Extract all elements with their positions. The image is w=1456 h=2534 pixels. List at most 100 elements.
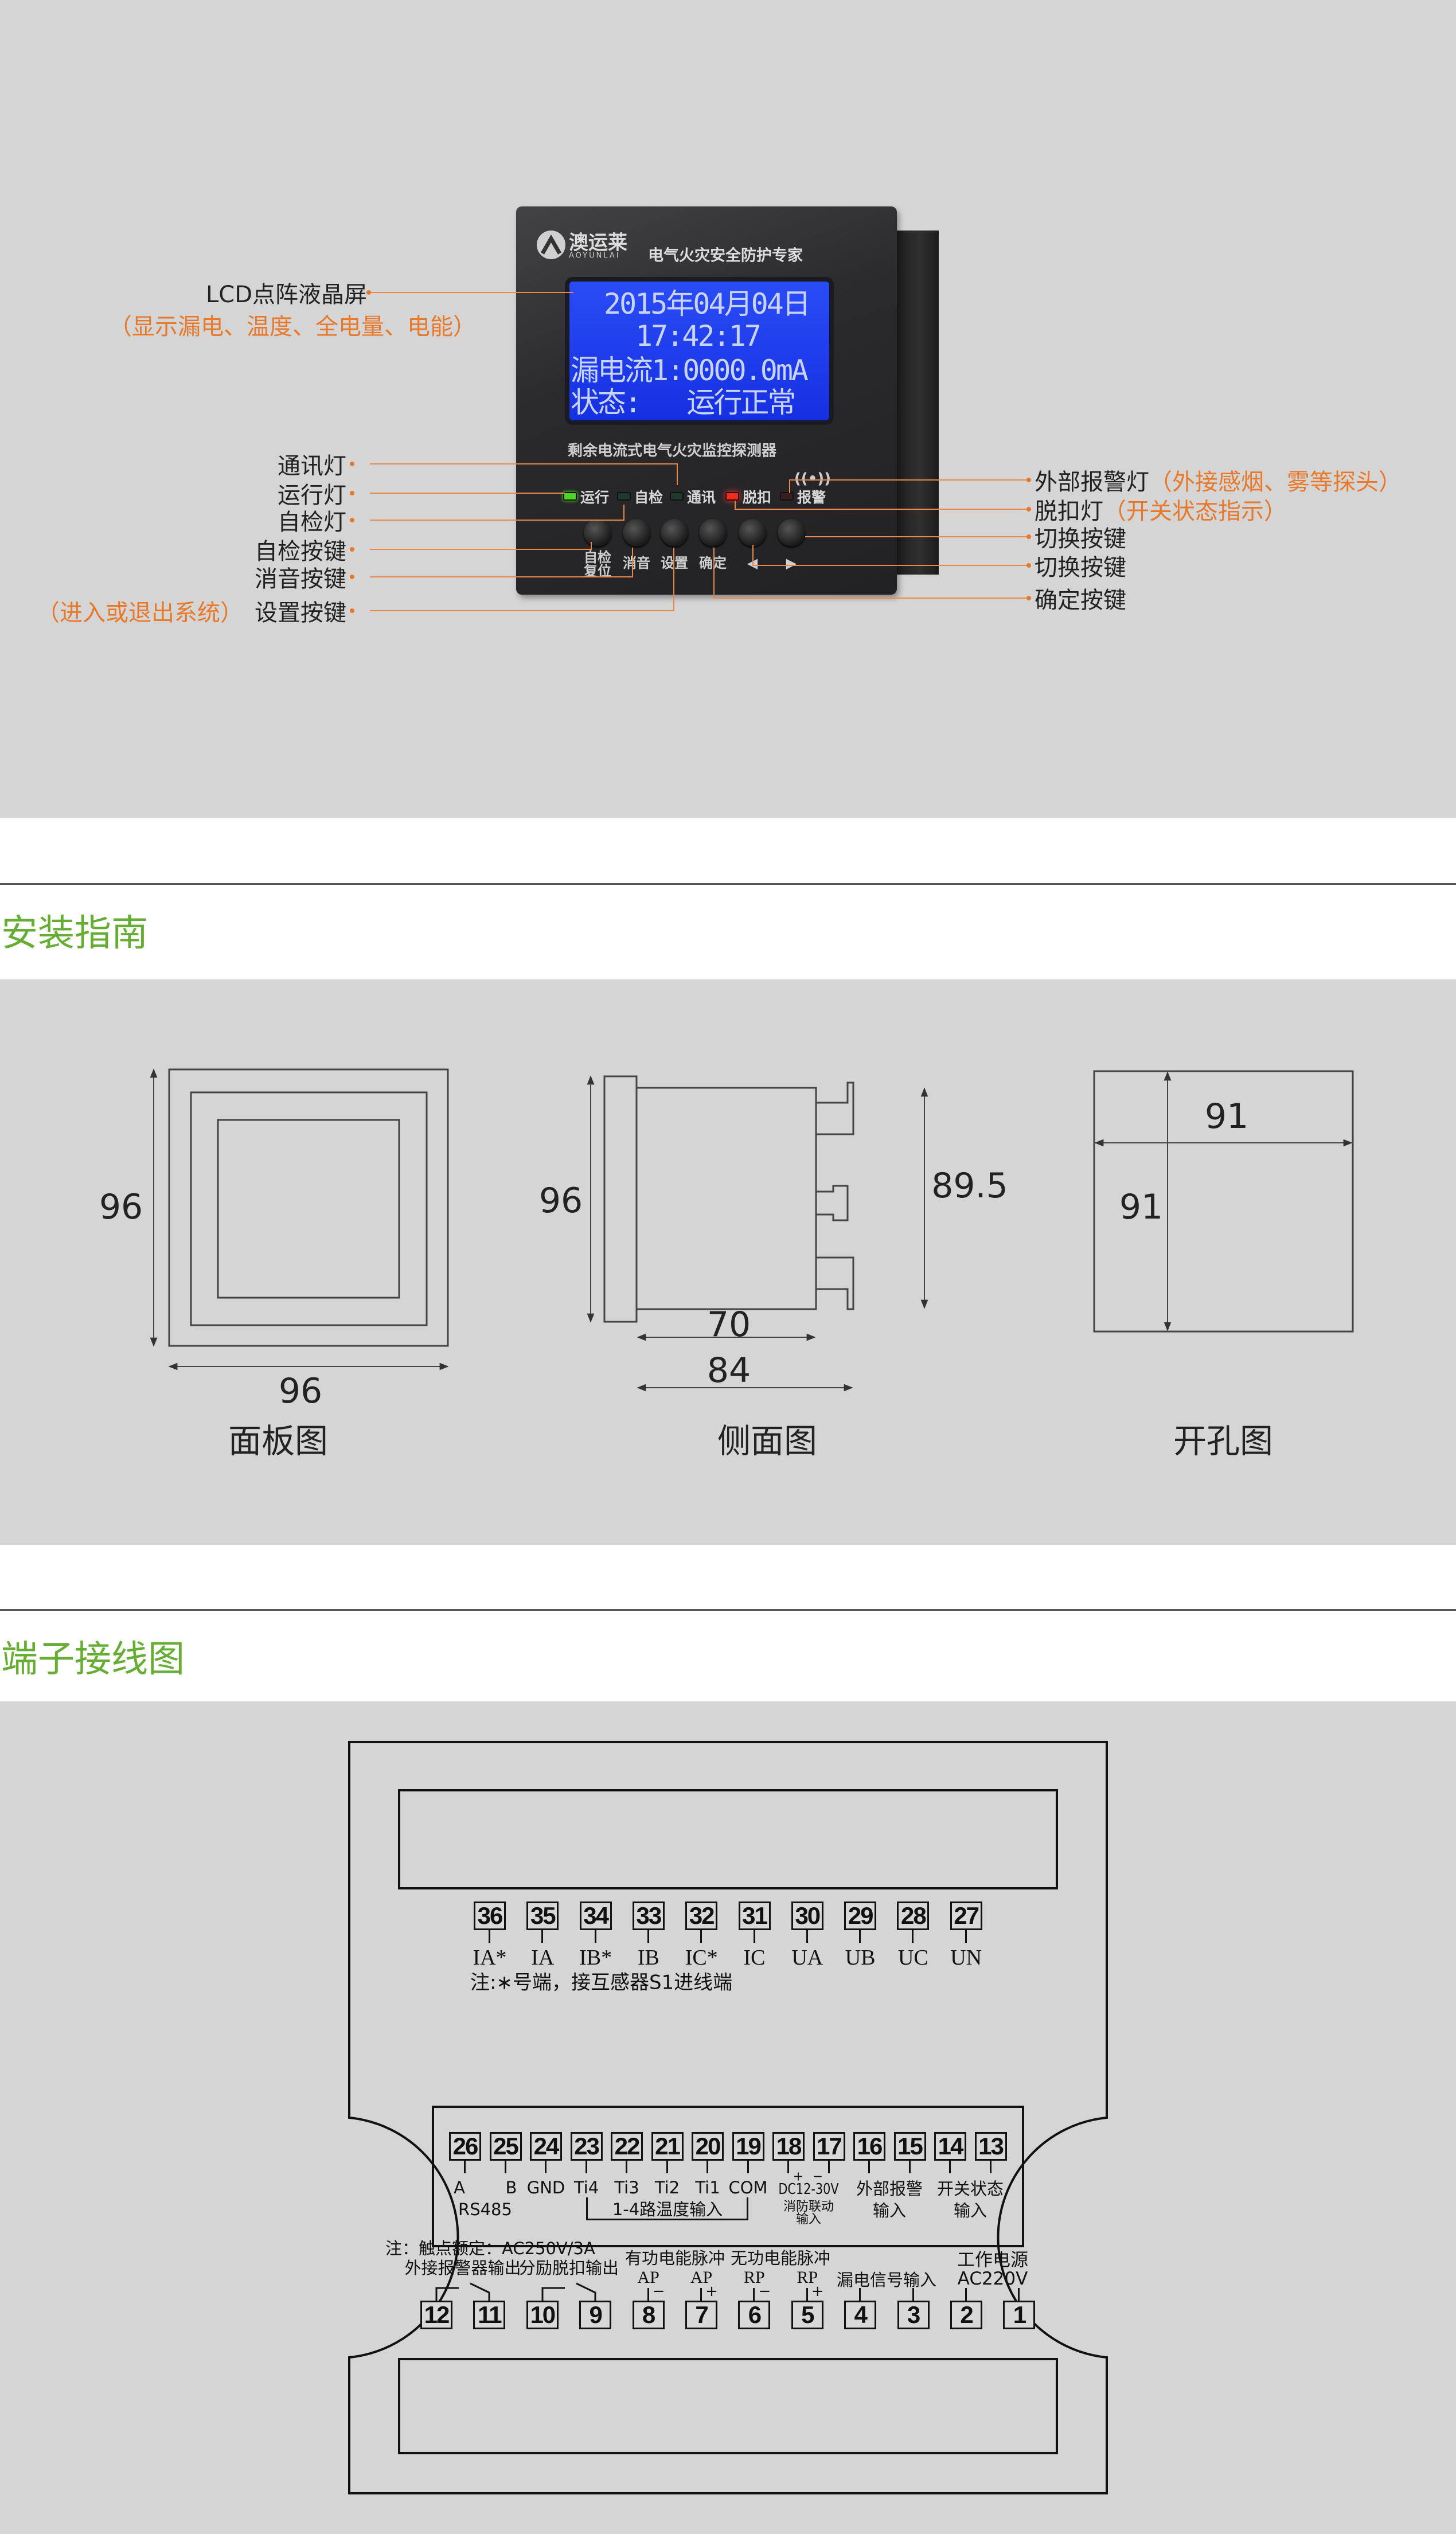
- alarm-output-label: 外接报警器输出: [404, 2258, 521, 2278]
- fire-link-label: 消防联动: [783, 2200, 834, 2214]
- terminal-30: 30: [791, 1902, 823, 1930]
- screen-status: 状态: 运行正常: [571, 386, 796, 419]
- device-model: 剩余电流式电气火灾监控探测器: [568, 442, 777, 460]
- terminal-lead: [868, 2161, 870, 2173]
- cutout-height-dim: 91: [1119, 1187, 1164, 1227]
- callout-selftest-led: 自检灯: [278, 509, 346, 536]
- pulse-sign: +: [705, 2283, 718, 2300]
- terminal-lead: [912, 2288, 914, 2301]
- terminal-label: Ti2: [654, 2178, 680, 2197]
- terminal-32: 32: [685, 1902, 718, 1930]
- callout-switch-key-right: 切换按键: [1035, 526, 1126, 552]
- device-button-4[interactable]: [739, 519, 766, 546]
- terminal-lead: [965, 2288, 967, 2301]
- terminal-lead: [806, 1930, 808, 1943]
- cutout-caption: 开孔图: [1173, 1422, 1274, 1461]
- pulse-label: RP: [797, 2268, 818, 2287]
- terminal-3: 3: [897, 2301, 930, 2329]
- device-button-5[interactable]: [778, 519, 805, 546]
- terminal-1: 1: [1003, 2301, 1036, 2329]
- side-view-caption: 侧面图: [717, 1422, 818, 1461]
- terminal-label: A: [454, 2178, 465, 2197]
- terminal-6: 6: [738, 2301, 771, 2329]
- led-label: 运行: [580, 489, 610, 506]
- terminal-36: 36: [474, 1902, 506, 1930]
- leak-signal-label: 漏电信号输入: [836, 2270, 937, 2290]
- device-slogan: 电气火灾安全防护专家: [648, 247, 803, 265]
- led-3-icon: [725, 492, 739, 501]
- note: （开关状态指示）: [1103, 498, 1287, 525]
- terminal-33: 33: [632, 1902, 665, 1930]
- trip-output-label: 分励脱扣输出: [518, 2258, 619, 2278]
- dc-minus: −: [812, 2169, 823, 2184]
- terminal-lead: [989, 2161, 992, 2173]
- terminal-25: 25: [489, 2132, 522, 2161]
- divider: [0, 1609, 1456, 1611]
- terminal-10: 10: [526, 2301, 559, 2329]
- led-label: 脱扣: [743, 489, 772, 506]
- power-label: 工作电源: [957, 2250, 1028, 2271]
- device-button-3[interactable]: [699, 519, 727, 546]
- terminal-lead: [706, 2161, 708, 2173]
- switch-state-input-label: 输入: [953, 2201, 987, 2220]
- terminal-15: 15: [893, 2132, 926, 2161]
- terminal-label: Ti4: [573, 2178, 599, 2197]
- terminal-label: UN: [950, 1946, 982, 1970]
- terminal-12: 12: [420, 2301, 452, 2329]
- terminal-lead: [949, 2161, 951, 2173]
- terminal-lead: [753, 1930, 755, 1943]
- row1-note: 注:∗号端，接互感器S1进线端: [470, 1971, 733, 1994]
- temp-input-label: 1-4路温度输入: [612, 2200, 723, 2219]
- terminal-20: 20: [692, 2132, 724, 2161]
- terminal-lead: [747, 2161, 749, 2173]
- device-button-1[interactable]: [623, 519, 650, 546]
- callout-lcd: LCD点阵液晶屏: [205, 282, 367, 308]
- terminal-label: Ti1: [695, 2178, 720, 2197]
- terminal-lead: [585, 2161, 587, 2173]
- dimension-drawings: [150, 1068, 1354, 1392]
- callout-comm-led: 通讯灯: [278, 453, 346, 479]
- device-button-label: ▶: [786, 555, 797, 571]
- terminal-lead: [647, 1930, 649, 1943]
- switch-state-label: 开关状态: [936, 2179, 1004, 2199]
- terminal-2: 2: [950, 2301, 982, 2329]
- terminal-21: 21: [651, 2132, 684, 2161]
- terminal-19: 19: [732, 2132, 764, 2161]
- pulse-label: AP: [690, 2268, 713, 2287]
- label: 外部报警灯: [1035, 469, 1149, 495]
- alarm-buzzer-icon: ((•)): [794, 470, 832, 487]
- contact-rating-note: 注：触点额定：AC250V/3A: [385, 2239, 595, 2258]
- reactive-pulse-label: 无功电能脉冲: [730, 2248, 831, 2268]
- panel-width-dim: 96: [278, 1371, 323, 1411]
- terminal-lead: [647, 2288, 649, 2301]
- terminal-17: 17: [813, 2132, 845, 2161]
- terminal-label: IA*: [473, 1946, 507, 1970]
- device-button-0[interactable]: [584, 519, 611, 546]
- terminal-lead: [489, 1930, 490, 1943]
- note: （外接感烟、雾等探头）: [1149, 469, 1402, 495]
- terminal-4: 4: [844, 2301, 877, 2329]
- terminal-lead: [859, 2288, 861, 2301]
- terminal-board-outline: [348, 1741, 1108, 2494]
- pulse-label: AP: [637, 2268, 659, 2287]
- terminal-34: 34: [579, 1902, 612, 1930]
- terminal-14: 14: [934, 2132, 966, 2161]
- terminal-lead: [464, 2161, 466, 2173]
- terminal-31: 31: [738, 1902, 771, 1930]
- dc-plus: +: [793, 2169, 804, 2184]
- terminal-35: 35: [526, 1902, 559, 1930]
- terminal-label: Ti3: [614, 2178, 639, 2197]
- active-pulse-label: 有功电能脉冲: [624, 2248, 725, 2268]
- terminal-label: IB*: [579, 1946, 612, 1970]
- terminal-lead: [753, 2288, 755, 2301]
- label: 脱扣灯: [1035, 498, 1103, 525]
- terminal-lead: [594, 1930, 596, 1943]
- device-button-label: 消音: [623, 555, 650, 571]
- terminal-lead: [626, 2161, 627, 2173]
- device-button-2[interactable]: [661, 519, 688, 546]
- terminal-lead: [666, 2161, 668, 2173]
- terminal-label: UB: [845, 1946, 876, 1970]
- divider: [0, 883, 1456, 885]
- ext-alarm-label: 外部报警: [856, 2179, 923, 2199]
- lcd-screen: 2015年04月04日 17:42:17 漏电流1:0000.0mA 状态: 运…: [565, 277, 834, 425]
